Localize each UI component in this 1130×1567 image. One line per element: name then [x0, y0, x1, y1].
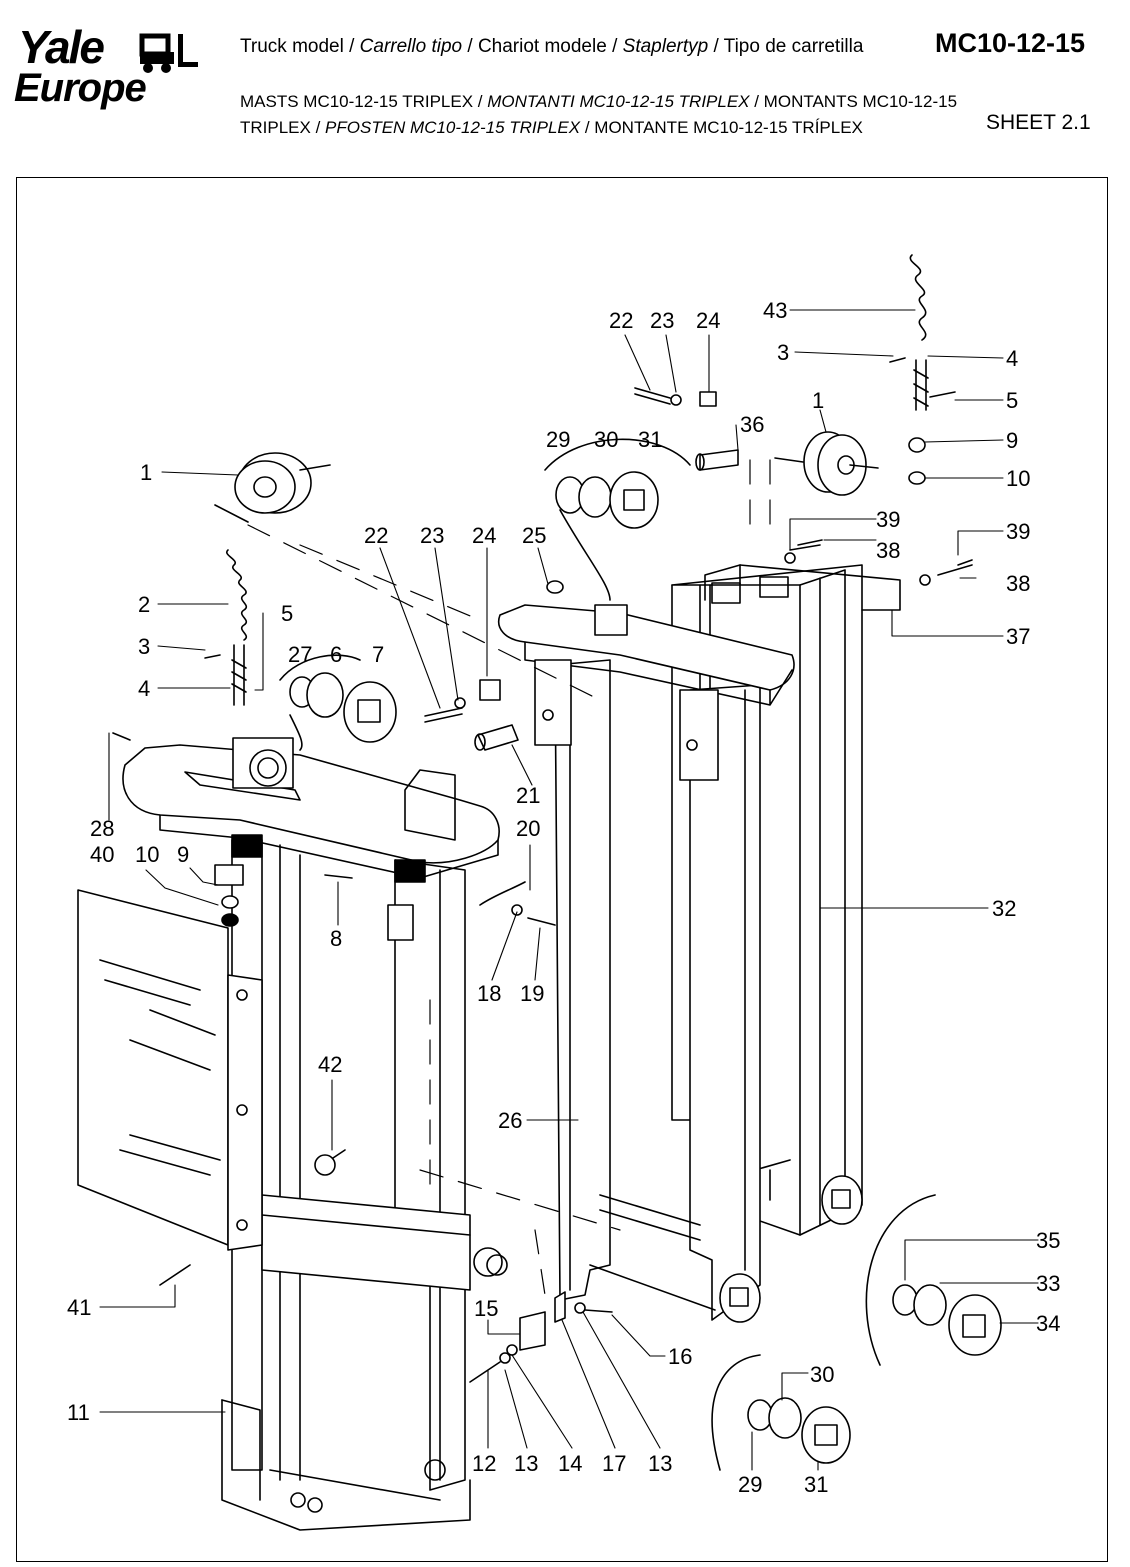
logo-brand-line2: Europe — [14, 66, 147, 110]
callout-label: 43 — [763, 298, 787, 323]
callout-label: 15 — [474, 1296, 498, 1321]
callout-label: 22 — [609, 308, 633, 333]
callout-label: 40 — [90, 842, 114, 867]
callout-label: 10 — [135, 842, 159, 867]
callout-label: 29 — [546, 427, 570, 452]
subtitle-part: / MONTANTE MC10-12-15 TRÍPLEX — [580, 118, 863, 137]
callout-label: 24 — [696, 308, 720, 333]
callout-labels: 1 1 2 3 3 4 4 5 5 6 7 8 9 9 10 10 11 12 … — [67, 298, 1060, 1497]
callout-label: 16 — [668, 1344, 692, 1369]
callout-label: 37 — [1006, 624, 1030, 649]
title-part: Carrello tipo — [359, 36, 463, 57]
assembly-lines — [247, 459, 771, 1296]
callout-leaders — [99, 309, 1039, 1471]
truck-model-title: Truck model / Carrello tipo / Chariot mo… — [240, 36, 863, 58]
callout-label: 10 — [1006, 466, 1030, 491]
callout-label: 27 — [288, 642, 312, 667]
mast-subtitle: MASTS MC10-12-15 TRIPLEX / MONTANTI MC10… — [240, 89, 957, 141]
callout-label: 23 — [420, 523, 444, 548]
callout-label: 35 — [1036, 1228, 1060, 1253]
diagram-frame — [16, 177, 1108, 1562]
subtitle-part: MASTS MC10-12-15 TRIPLEX / — [240, 92, 488, 111]
callout-label: 6 — [330, 642, 342, 667]
callout-label: 38 — [876, 538, 900, 563]
callout-label: 3 — [777, 340, 789, 365]
callout-label: 4 — [138, 676, 150, 701]
callout-label: 38 — [1006, 571, 1030, 596]
callout-label: 19 — [520, 981, 544, 1006]
chain-pulley-left — [214, 452, 331, 523]
callout-label: 13 — [648, 1451, 672, 1476]
roller-bearing-top — [544, 438, 691, 601]
inner-mast-middle — [498, 604, 795, 1321]
small-hardware — [112, 357, 973, 1383]
callout-label: 32 — [992, 896, 1016, 921]
callout-label: 25 — [522, 523, 546, 548]
callout-label: 31 — [804, 1472, 828, 1497]
callout-label: 7 — [372, 642, 384, 667]
callout-label: 30 — [810, 1362, 834, 1387]
callout-label: 26 — [498, 1108, 522, 1133]
subtitle-part: MONTANTI MC10-12-15 TRIPLEX — [487, 92, 750, 111]
callout-label: 39 — [876, 507, 900, 532]
lift-chain-right — [909, 254, 929, 411]
callout-label: 39 — [1006, 519, 1030, 544]
callout-label: 14 — [558, 1451, 582, 1476]
callout-label: 11 — [67, 1400, 90, 1425]
title-part: / Tipo de carretilla — [708, 36, 864, 57]
callout-label: 20 — [516, 816, 540, 841]
callout-label: 1 — [140, 460, 152, 485]
callout-label: 22 — [364, 523, 388, 548]
callout-label: 8 — [330, 926, 342, 951]
logo-brand-line1: Yale — [18, 21, 105, 73]
lift-chain-left — [225, 549, 248, 706]
callout-label: 12 — [472, 1451, 496, 1476]
title-part: / Chariot modele / — [462, 36, 623, 57]
subtitle-part: PFOSTEN MC10-12-15 TRIPLEX — [325, 118, 581, 137]
callout-label: 17 — [602, 1451, 626, 1476]
callout-label: 9 — [1006, 428, 1018, 453]
callout-label: 31 — [638, 427, 662, 452]
callout-label: 29 — [738, 1472, 762, 1497]
subtitle-part: / MONTANTS MC10-12-15 — [749, 92, 958, 111]
safety-glass-panel — [77, 889, 263, 1251]
roller-bearing-bottom-right — [821, 1175, 1002, 1366]
callout-label: 13 — [514, 1451, 538, 1476]
callout-label: 1 — [812, 388, 824, 413]
callout-label: 18 — [477, 981, 501, 1006]
subtitle-part: TRIPLEX / — [240, 118, 326, 137]
model-number: MC10-12-15 — [935, 28, 1086, 58]
title-part: Truck model / — [240, 36, 360, 57]
callout-label: 9 — [177, 842, 189, 867]
callout-label: 21 — [516, 783, 540, 808]
yale-europe-logo: Yale Europe — [14, 24, 204, 114]
callout-label: 5 — [281, 601, 293, 626]
callout-label: 33 — [1036, 1271, 1060, 1296]
callout-label: 2 — [138, 592, 150, 617]
callout-label: 30 — [594, 427, 618, 452]
title-part: Staplertyp — [622, 36, 709, 57]
roller-bearing-left — [279, 654, 397, 751]
callout-label: 36 — [740, 412, 764, 437]
chain-pulley-right — [774, 431, 879, 496]
sheet-number: SHEET 2.1 — [986, 111, 1091, 134]
callout-label: 23 — [650, 308, 674, 333]
callout-label: 42 — [318, 1052, 342, 1077]
callout-label: 41 — [67, 1295, 91, 1320]
forklift-icon — [139, 33, 198, 73]
callout-label: 4 — [1006, 346, 1018, 371]
callout-label: 24 — [472, 523, 496, 548]
callout-label: 5 — [1006, 388, 1018, 413]
callout-label: 34 — [1036, 1311, 1060, 1336]
callout-label: 28 — [90, 816, 114, 841]
callout-label: 3 — [138, 634, 150, 659]
roller-bearing-bottom-middle — [711, 1273, 851, 1471]
